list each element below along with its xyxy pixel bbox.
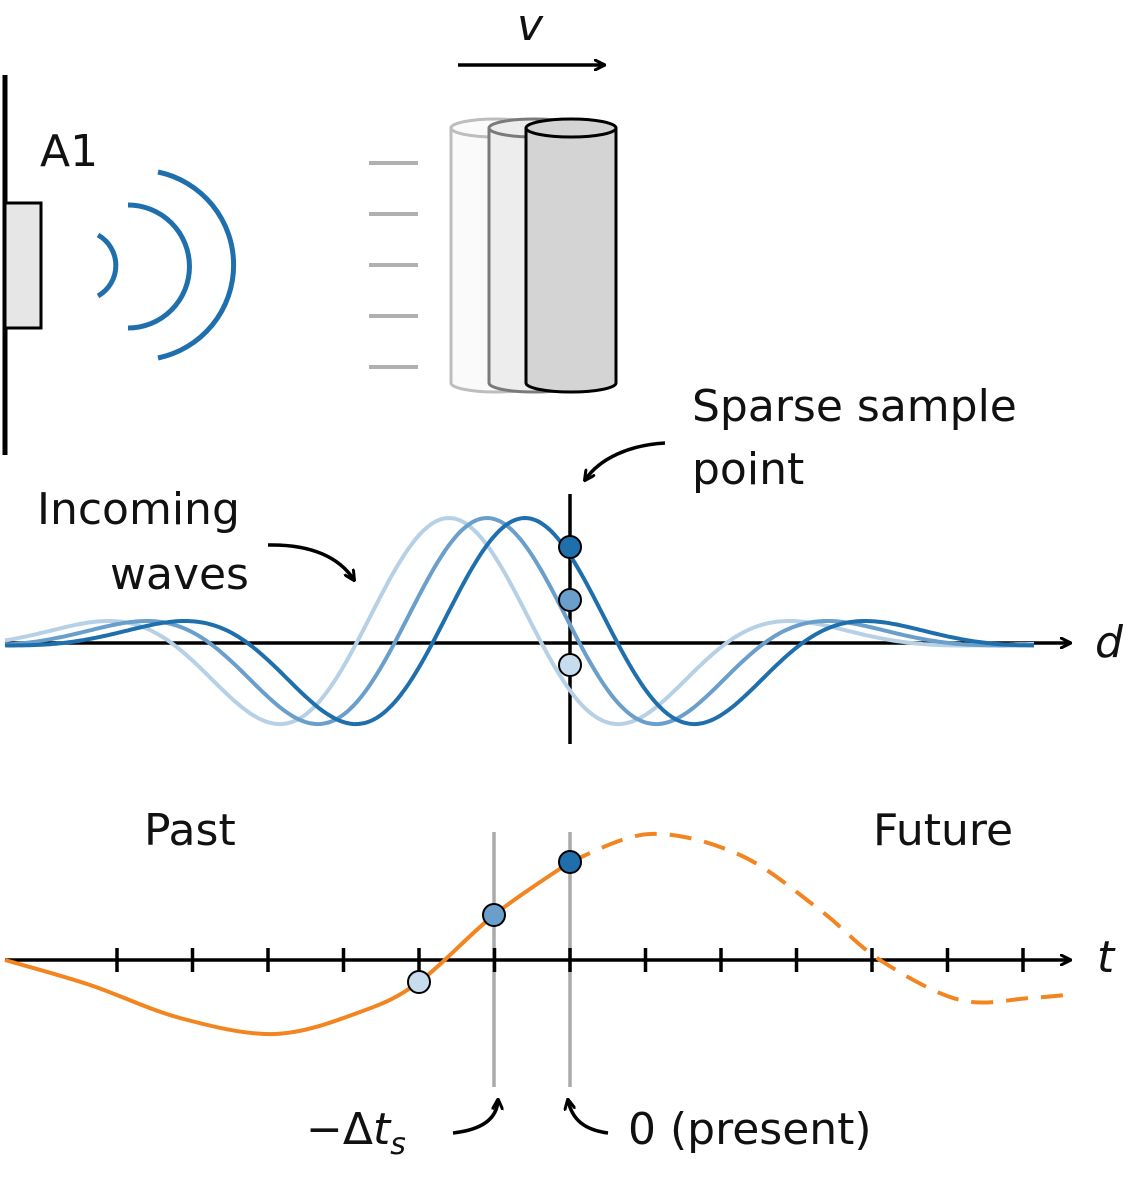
sound-arc-medium	[127, 202, 192, 331]
incoming-wave-mid	[4, 515, 1034, 727]
signal-sample-past	[407, 970, 431, 994]
waves-caption-1: Incoming	[37, 484, 240, 535]
present-label: 0 (present)	[628, 1104, 872, 1155]
delta-sub: s	[390, 1126, 406, 1162]
sample-point-arrow	[585, 441, 666, 480]
velocity-label: v	[517, 0, 544, 51]
time-axis-label: t	[1097, 932, 1115, 983]
future-label: Future	[873, 805, 1014, 856]
delta-arrow	[452, 1100, 498, 1135]
sound-arc-large	[157, 169, 237, 361]
cylinder-object	[524, 117, 618, 394]
delta-t: t	[372, 1104, 391, 1155]
past-label: Past	[144, 805, 236, 856]
time-ticks	[115, 948, 1025, 972]
delta-ts-label: −Δts	[306, 1104, 406, 1163]
present-arrow	[568, 1100, 609, 1135]
signal-past-solid	[4, 860, 572, 1037]
sample-point-light	[558, 653, 582, 677]
waves-arrow	[267, 543, 354, 580]
delta-minus: −Δ	[306, 1104, 373, 1155]
spatial-axis-label: d	[1095, 617, 1123, 668]
signal-sample-present	[558, 850, 582, 874]
signal-future-dashed	[569, 831, 1076, 1005]
signal-sample-delta	[482, 903, 506, 927]
speaker-label: A1	[40, 126, 99, 177]
sample-point-dark	[558, 535, 582, 559]
motion-lines	[369, 161, 418, 369]
sound-arc-small	[96, 232, 119, 299]
incoming-wave-dark	[4, 515, 1035, 727]
sample-point-caption-1: Sparse sample	[692, 381, 1017, 432]
speaker-box	[3, 201, 43, 330]
waves-caption-2: waves	[110, 549, 249, 600]
sample-point-caption-2: point	[692, 444, 805, 495]
incoming-wave-light	[4, 515, 1034, 727]
sample-point-mid	[558, 588, 582, 612]
